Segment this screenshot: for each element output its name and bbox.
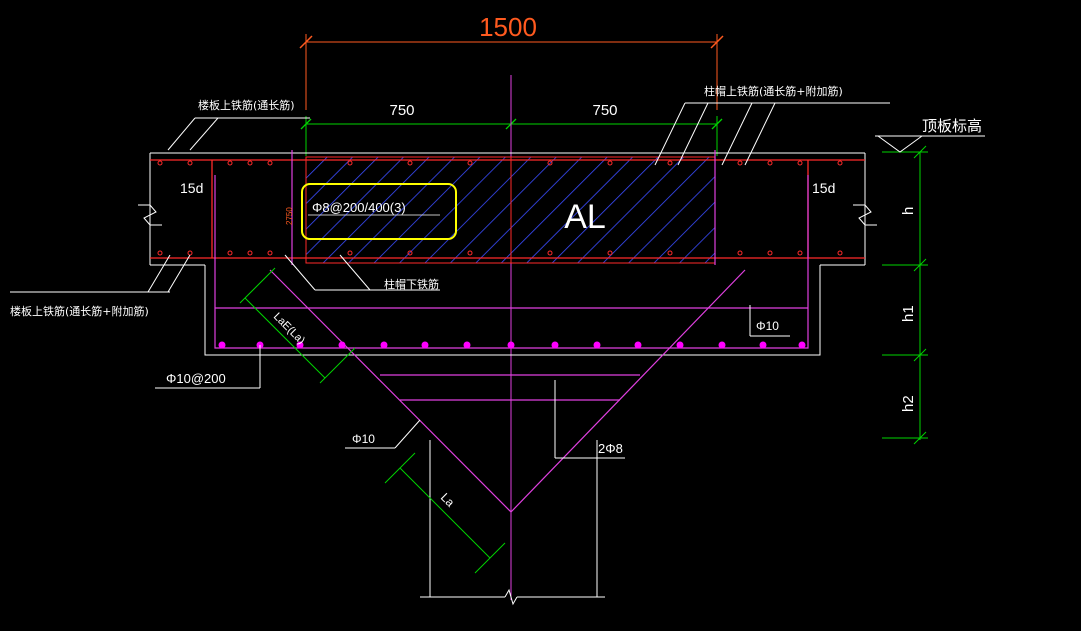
- slab-outline: [138, 152, 877, 356]
- roof-elevation-marker: [875, 135, 985, 153]
- phi10-200-label: Φ10@200: [166, 371, 226, 386]
- anchor-left-text: 15d: [180, 180, 203, 196]
- cap-bottom-dots: [218, 341, 806, 349]
- level-h2: h2: [900, 395, 917, 412]
- anchorage-dimensions: [239, 145, 928, 574]
- 2phi8-label: 2Φ8: [598, 441, 623, 456]
- level-h: h: [900, 207, 917, 215]
- al-beam: AL: [305, 156, 716, 264]
- dimension-750-left: 750: [389, 102, 414, 119]
- stirrup-callout: Φ8@200/400(3): [301, 183, 457, 240]
- cap-rebars: [214, 150, 809, 513]
- column-outline: [420, 440, 605, 606]
- beam-mark: AL: [564, 198, 606, 236]
- dimension-1500: 1500: [299, 12, 724, 110]
- cap-top-rebar-label: 柱帽上铁筋(通长筋+附加筋): [704, 84, 843, 98]
- dimension-1500-text: 1500: [479, 12, 537, 42]
- level-h1: h1: [900, 305, 917, 322]
- cap-bottom-rebar-label: 柱帽下铁筋: [384, 277, 439, 291]
- dimension-750-right: 750: [592, 102, 617, 119]
- phi10-label: Φ10: [756, 319, 779, 333]
- anchor-right-text: 15d: [812, 180, 835, 196]
- side-dimension: 2750: [285, 207, 294, 225]
- roof-elevation-label: 顶板标高: [922, 117, 982, 135]
- phi10-lower-label: Φ10: [352, 432, 375, 446]
- stirrup-spec-text: Φ8@200/400(3): [312, 200, 406, 215]
- slab-bottom-rebar-label: 楼板上铁筋(通长筋+附加筋): [10, 304, 149, 318]
- slab-rebar-dots: [157, 160, 843, 256]
- leaders: [10, 102, 890, 459]
- la-label: La: [438, 490, 458, 510]
- slab-top-rebar-label: 楼板上铁筋(通长筋): [198, 98, 295, 112]
